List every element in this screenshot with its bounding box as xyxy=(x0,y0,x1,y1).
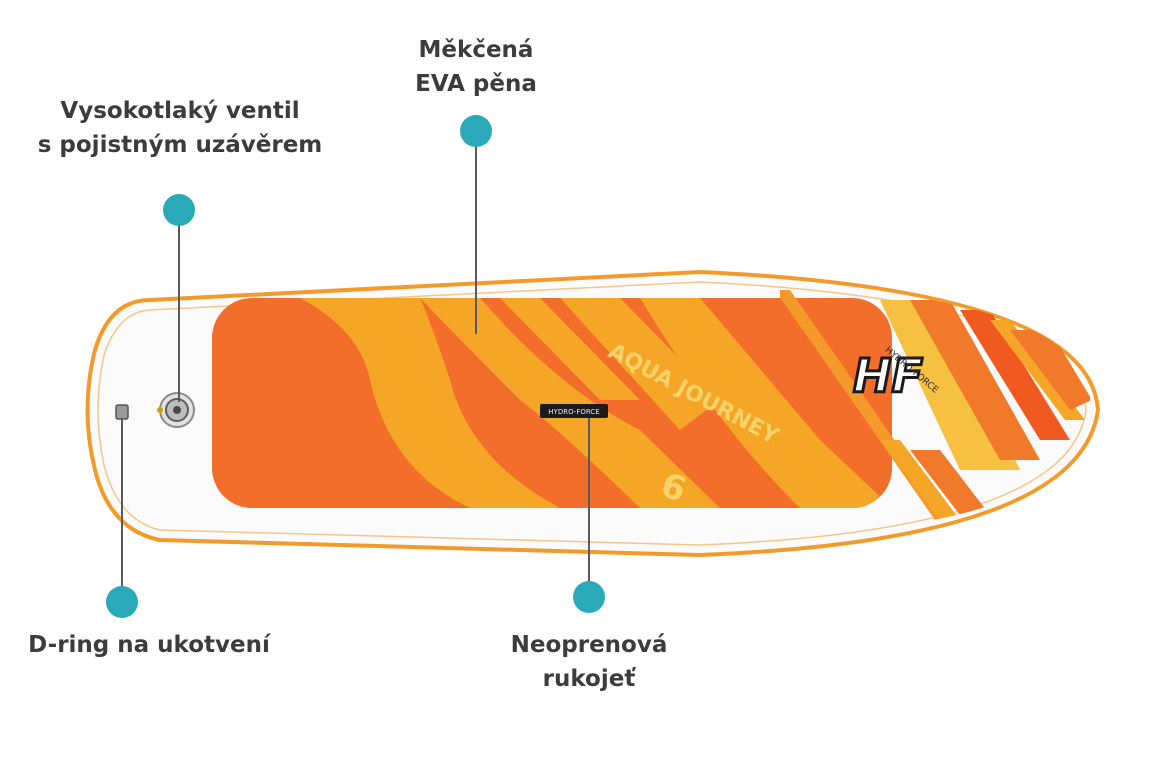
svg-text:HF: HF xyxy=(853,349,923,403)
dring-label-line1: D-ring na ukotvení xyxy=(28,632,270,658)
handle-label-line2: rukojeť xyxy=(542,666,636,692)
handle-callout-dot xyxy=(573,581,605,613)
foam-label-line2: EVA pěna xyxy=(415,71,537,97)
handle-brand-text: HYDRO-FORCE xyxy=(548,408,599,416)
foam-label: Měkčená EVA pěna xyxy=(376,33,576,101)
foam-callout-dot xyxy=(460,115,492,147)
valve-label-line1: Vysokotlaký ventil xyxy=(60,98,300,124)
valve-label: Vysokotlaký ventil s pojistným uzávěrem xyxy=(30,94,330,162)
dring-callout-dot xyxy=(106,586,138,618)
foam-leader-line xyxy=(475,144,477,334)
brand-logo: HF HYDRO-FORCE xyxy=(852,345,941,404)
valve-label-line2: s pojistným uzávěrem xyxy=(37,132,323,158)
handle-icon: HYDRO-FORCE xyxy=(540,404,608,418)
valve-leader-line xyxy=(178,224,180,402)
d-ring-icon xyxy=(115,404,129,420)
nose-graphics xyxy=(780,290,1091,520)
valve-icon xyxy=(157,392,195,428)
handle-leader-line xyxy=(588,418,590,586)
handle-label-line1: Neoprenová xyxy=(510,632,668,658)
handle-label: Neoprenová rukojeť xyxy=(478,628,700,696)
eva-deck-pad: AQUA JOURNEY 9 xyxy=(212,298,892,508)
dring-label: D-ring na ukotvení xyxy=(14,628,284,662)
dring-leader-line xyxy=(121,418,123,590)
valve-callout-dot xyxy=(163,194,195,226)
foam-label-line1: Měkčená xyxy=(418,37,534,63)
